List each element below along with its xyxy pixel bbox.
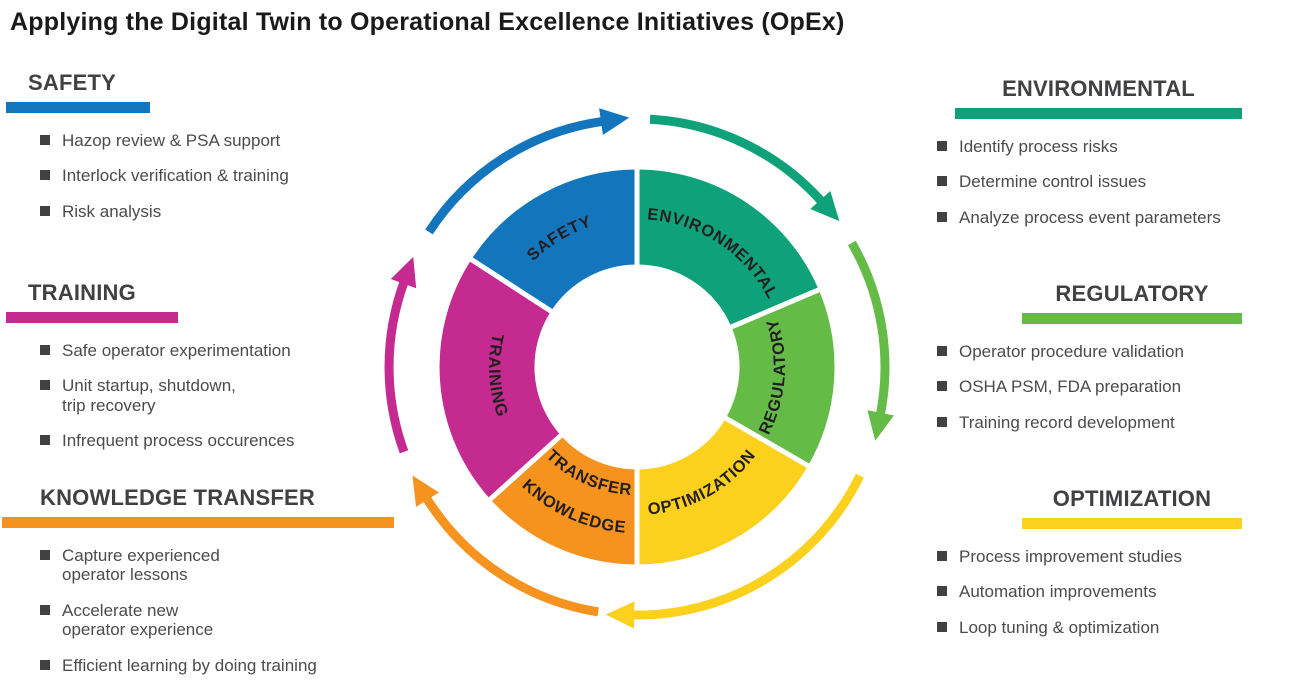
bullet-text: Operator procedure validation	[959, 342, 1184, 361]
bullet-square-icon	[40, 170, 50, 181]
section-regulatory: REGULATORY Operator procedure validation…	[937, 281, 1242, 448]
bullet-square-icon	[937, 551, 947, 561]
bullet-square-icon	[40, 435, 50, 446]
bullet-text: Determine control issues	[959, 172, 1147, 192]
bullet-square-icon	[937, 621, 947, 632]
bullet-square-icon	[937, 346, 947, 356]
section-bullets-regulatory: Operator procedure validation OSHA PSM, …	[937, 342, 1277, 432]
cycle-arrow-teal	[649, 114, 840, 222]
bullet-item: Infrequent process occurences	[40, 431, 406, 450]
bullet-text: Analyze process event parameters	[959, 207, 1221, 227]
bullet-square-icon	[40, 205, 50, 216]
bullet-text: Unit startup, shutdown, trip recovery	[62, 376, 236, 415]
cycle-arrow-blue	[425, 108, 630, 235]
bullet-item: Analyze process event parameters	[937, 208, 1277, 227]
bullet-item: Capture experienced operator lessons	[40, 546, 422, 585]
section-heading-knowledge-transfer: KNOWLEDGE TRANSFER	[40, 485, 315, 510]
bullet-text: Infrequent process occurences	[62, 431, 295, 451]
cycle-arrow-orange	[412, 475, 599, 617]
bullet-square-icon	[937, 176, 947, 187]
donut-segment-training	[434, 254, 567, 505]
section-knowledge-transfer: KNOWLEDGE TRANSFER Capture experienced o…	[2, 487, 422, 691]
donut-segment-environmental	[634, 164, 825, 332]
bullet-item: OSHA PSM, FDA preparation	[937, 377, 1277, 396]
bullet-square-icon	[40, 380, 50, 391]
bullet-item: Unit startup, shutdown, trip recovery	[40, 376, 406, 415]
donut-segment-safety	[465, 164, 640, 316]
page-title: Applying the Digital Twin to Operational…	[10, 8, 845, 36]
bullet-square-icon	[937, 211, 947, 222]
bullet-text: Automation improvements	[959, 582, 1157, 602]
donut-segment-optimization	[634, 413, 814, 570]
section-underline-safety	[6, 102, 150, 113]
bullet-text: Hazop review & PSA support	[62, 131, 281, 150]
section-heading-regulatory: REGULATORY	[1055, 281, 1209, 306]
section-optimization: OPTIMIZATION Process improvement studies…	[937, 486, 1242, 653]
bullet-item: Risk analysis	[40, 202, 406, 221]
section-bullets-knowledge-transfer: Capture experienced operator lessons Acc…	[40, 546, 422, 675]
opex-cycle-diagram: SAFETY ENVIRONMENTAL REGULATORY OPTIMIZA…	[384, 108, 894, 629]
section-heading-environmental: ENVIRONMENTAL	[1002, 76, 1195, 101]
bullet-item: Automation improvements	[937, 582, 1277, 601]
bullet-text: Training record development	[959, 412, 1175, 432]
bullet-text: Interlock verification & training	[62, 166, 289, 186]
bullet-text: Capture experienced operator lessons	[62, 546, 220, 585]
section-bullets-environmental: Identify process risks Determine control…	[937, 137, 1277, 227]
bullet-item: Hazop review & PSA support	[40, 131, 406, 150]
bullet-item: Determine control issues	[937, 172, 1277, 191]
bullet-item: Identify process risks	[937, 137, 1277, 156]
bullet-text: Identify process risks	[959, 137, 1118, 156]
section-underline-regulatory	[1022, 313, 1242, 324]
cycle-arrow-green	[847, 240, 894, 441]
bullet-text: OSHA PSM, FDA preparation	[959, 377, 1182, 397]
section-heading-training: TRAINING	[28, 280, 136, 305]
bullet-item: Training record development	[937, 413, 1277, 432]
bullet-text: Accelerate new operator experience	[62, 600, 214, 640]
bullet-square-icon	[40, 345, 50, 355]
section-underline-knowledge-transfer	[2, 517, 394, 528]
section-bullets-optimization: Process improvement studies Automation i…	[937, 547, 1277, 637]
bullet-square-icon	[40, 659, 50, 670]
bullet-square-icon	[937, 586, 947, 597]
section-bullets-training: Safe operator experimentation Unit start…	[40, 341, 406, 451]
bullet-square-icon	[937, 141, 947, 151]
bullet-text: Safe operator experimentation	[62, 341, 291, 360]
cycle-arrow-magenta	[384, 256, 417, 454]
bullet-item: Process improvement studies	[937, 547, 1277, 566]
bullet-text: Efficient learning by doing training	[62, 655, 317, 675]
section-heading-optimization: OPTIMIZATION	[1052, 486, 1212, 511]
bullet-item: Loop tuning & optimization	[937, 618, 1277, 637]
section-bullets-safety: Hazop review & PSA support Interlock ver…	[40, 131, 406, 221]
bullet-square-icon	[937, 381, 947, 392]
bullet-square-icon	[40, 135, 50, 145]
bullet-square-icon	[40, 550, 50, 560]
section-underline-optimization	[1022, 518, 1242, 529]
bullet-square-icon	[937, 416, 947, 427]
section-training: TRAINING Safe operator experimentation U…	[6, 282, 406, 467]
cycle-arrow-yellow	[605, 473, 864, 629]
bullet-text: Loop tuning & optimization	[959, 617, 1160, 637]
bullet-text: Risk analysis	[62, 201, 162, 221]
section-underline-environmental	[955, 108, 1242, 119]
bullet-item: Interlock verification & training	[40, 166, 406, 185]
section-heading-safety: SAFETY	[28, 70, 116, 95]
section-safety: SAFETY Hazop review & PSA support Interl…	[6, 72, 406, 237]
section-environmental: ENVIRONMENTAL Identify process risks Det…	[937, 76, 1242, 243]
section-underline-training	[6, 312, 178, 323]
bullet-item: Safe operator experimentation	[40, 341, 406, 360]
bullet-item: Operator procedure validation	[937, 342, 1277, 361]
bullet-square-icon	[40, 604, 50, 615]
bullet-text: Process improvement studies	[959, 547, 1182, 566]
bullet-item: Accelerate new operator experience	[40, 601, 422, 640]
bullet-item: Efficient learning by doing training	[40, 656, 422, 675]
